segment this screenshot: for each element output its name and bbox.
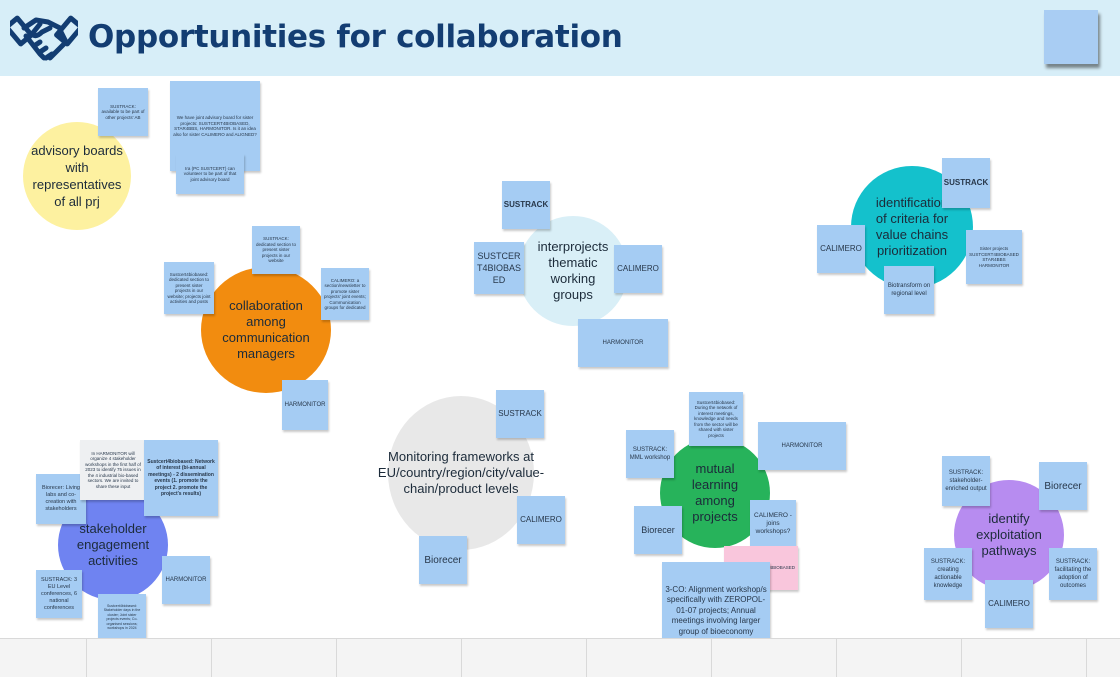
sticky-note[interactable]: Biorecer: Living labs and co-creation wi… (36, 474, 86, 524)
circle-label: identification of criteria for value cha… (875, 195, 949, 258)
sticky-note[interactable]: SUSTRACK: stakeholder-enriched output (942, 456, 990, 506)
circle-label: mutual learning among projects (691, 461, 739, 524)
sticky-note[interactable]: Sister projects SUSTCERT4BIOBASED STAR4B… (966, 230, 1022, 284)
circle-label: interprojects thematic working groups (537, 239, 609, 302)
frame-divider (336, 639, 337, 677)
sticky-note[interactable]: SUSTRACK: facilitating the adoption of o… (1049, 548, 1097, 600)
interprojects-circle[interactable]: interprojects thematic working groups (518, 216, 628, 326)
circle-label: advisory boards with representatives of … (31, 143, 123, 209)
advisory-boards-circle[interactable]: advisory boards with representatives of … (23, 122, 131, 230)
sticky-note[interactable]: Biotransform on regional level (884, 266, 934, 314)
sticky-note[interactable]: SUSTRACK: available to be part of other … (98, 88, 148, 136)
sticky-note[interactable]: Sustcert4biobased: Network of interest (… (144, 440, 218, 516)
sticky-note[interactable]: Biorecer (634, 506, 682, 554)
sticky-note[interactable]: HARMONITOR (758, 422, 846, 470)
sticky-note[interactable]: SUSTRACK: creating actionable knowledge (924, 548, 972, 600)
corner-sticky-note[interactable] (1044, 10, 1098, 64)
sticky-note[interactable]: Biorecer (419, 536, 467, 584)
sticky-note[interactable]: SUSTRACK: MML workshop (626, 430, 674, 478)
sticky-note[interactable]: CALIMERO (517, 496, 565, 544)
frame-divider (1086, 639, 1087, 677)
sticky-note[interactable]: HARMONITOR (282, 380, 328, 430)
board-frame-strip (0, 638, 1120, 677)
sticky-note[interactable]: HARMONITOR (578, 319, 668, 367)
circle-label: identify exploitation pathways (976, 511, 1042, 558)
sticky-note[interactable]: SUSTCERT4BIOBASED (474, 242, 524, 294)
sticky-note[interactable]: SUSTRACK (502, 181, 550, 229)
circle-label: stakeholder engagement activities (76, 521, 150, 568)
handshake-icon (10, 15, 78, 61)
frame-divider (86, 639, 87, 677)
monitoring-frameworks-circle[interactable]: Monitoring frameworks at EU/country/regi… (378, 396, 544, 550)
sticky-note[interactable]: CALIMERO (985, 580, 1033, 628)
circle-label: collaboration among communication manage… (222, 298, 310, 361)
sticky-note[interactable]: CALIMERO (614, 245, 662, 293)
frame-divider (961, 639, 962, 677)
sticky-note[interactable]: CALIMERO: a section/newsletter to promot… (321, 268, 369, 320)
sticky-note[interactable]: In HARMONITOR will organize 4 stakeholde… (80, 440, 146, 500)
frame-divider (211, 639, 212, 677)
sticky-note[interactable]: SUSTRACK (496, 390, 544, 438)
frame-divider (461, 639, 462, 677)
sticky-note[interactable]: SUSTRACK (942, 158, 990, 208)
sticky-note[interactable]: Biorecer (1039, 462, 1087, 510)
sticky-note[interactable]: Sustcert4biobased: During the network of… (689, 392, 743, 446)
sticky-note[interactable]: SUSTRACK: 3 EU Level conferences, 6 nati… (36, 570, 82, 618)
frame-divider (586, 639, 587, 677)
sticky-note[interactable]: Sustcert4biobased: Stakeholder days in t… (98, 594, 146, 640)
frame-divider (836, 639, 837, 677)
collaboration-communication-circle[interactable]: collaboration among communication manage… (201, 267, 331, 393)
sticky-note[interactable]: SUSTRACK: dedicated section to present s… (252, 226, 300, 274)
sticky-note[interactable]: CALIMERO (817, 225, 865, 273)
sticky-note[interactable]: Sustcert4biobased: dedicated section to … (164, 262, 214, 314)
page-title: Opportunities for collaboration (88, 19, 623, 55)
circle-label: Monitoring frameworks at EU/country/regi… (377, 449, 545, 496)
header-bar: Opportunities for collaboration (0, 0, 1120, 76)
frame-divider (711, 639, 712, 677)
sticky-note[interactable]: CALIMERO - joins workshops? (750, 500, 796, 548)
sticky-note[interactable]: Ira (PC SUSTCERT) can volunteer to be pa… (176, 154, 244, 194)
sticky-note[interactable]: HARMONITOR (162, 556, 210, 604)
